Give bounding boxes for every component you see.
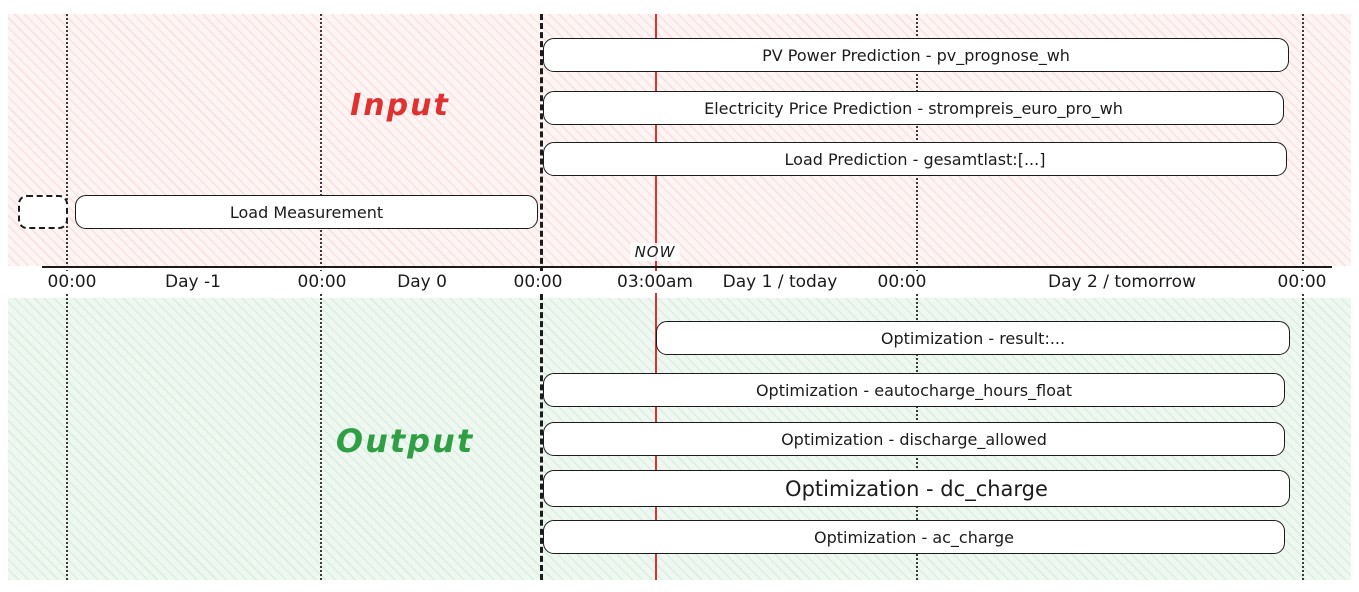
tick-label-day-minus1: Day -1	[159, 271, 227, 293]
bar-load-prediction: Load Prediction - gesamtlast:[...]	[543, 142, 1287, 176]
day-boundary-line-day2	[916, 14, 918, 580]
tick-label-0000-c: 00:00	[507, 271, 569, 293]
tick-label-0000-d: 00:00	[871, 271, 933, 293]
optimization-start-line	[540, 14, 543, 580]
day-boundary-line-end	[1302, 14, 1304, 580]
output-region-label: Output	[335, 422, 475, 460]
bar-optimization-result: Optimization - result:...	[656, 321, 1290, 355]
tick-label-0000-b: 00:00	[291, 271, 353, 293]
tick-label-0000-a: 00:00	[41, 271, 103, 293]
bar-optimization-discharge-allowed: Optimization - discharge_allowed	[543, 422, 1285, 456]
bar-optimization-ac-charge: Optimization - ac_charge	[543, 520, 1285, 554]
tick-label-day2-tomorrow: Day 2 / tomorrow	[1042, 271, 1202, 293]
day-boundary-line-day0	[320, 14, 322, 580]
tick-label-day0: Day 0	[391, 271, 453, 293]
bar-pv-power-prediction: PV Power Prediction - pv_prognose_wh	[543, 38, 1289, 72]
load-measurement-continuation-box	[18, 195, 68, 229]
now-label: NOW	[630, 243, 680, 261]
bar-load-measurement: Load Measurement	[75, 195, 538, 229]
input-region-label: Input	[350, 88, 450, 123]
tick-label-0300am: 03:00am	[611, 271, 699, 293]
day-boundary-line-minus1	[66, 14, 68, 580]
tick-label-day1-today: Day 1 / today	[716, 271, 844, 293]
bar-optimization-eautocharge-hours-float: Optimization - eautocharge_hours_float	[543, 373, 1285, 407]
bar-electricity-price-prediction: Electricity Price Prediction - stromprei…	[543, 91, 1284, 125]
now-line	[655, 14, 657, 580]
bar-optimization-dc-charge: Optimization - dc_charge	[543, 470, 1290, 507]
tick-label-0000-e: 00:00	[1271, 271, 1333, 293]
timeline-axis	[42, 266, 1332, 268]
